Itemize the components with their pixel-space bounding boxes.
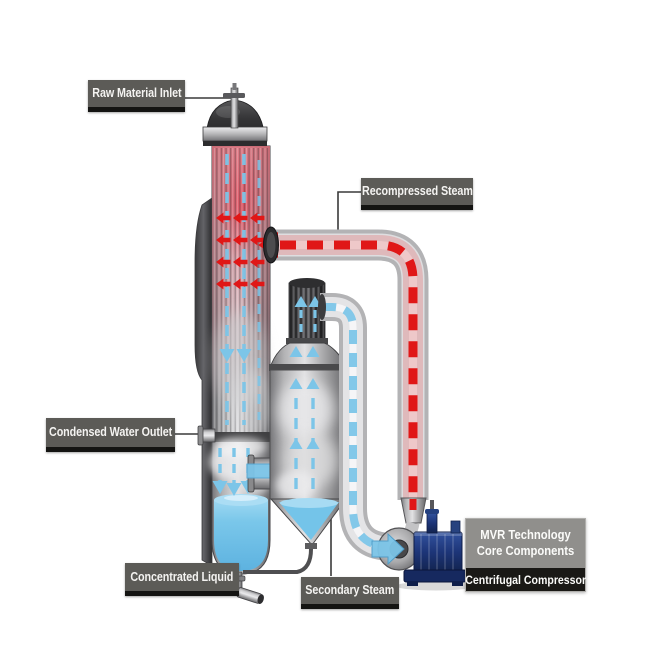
pipe-highlight: [272, 241, 417, 500]
mvr-gray-panel: MVR Technology Core Components: [466, 519, 585, 568]
label-text: Centrifugal Compressor: [465, 572, 586, 587]
mvr-line2: Core Components: [476, 544, 575, 559]
mvr-line1: MVR Technology: [480, 528, 571, 542]
separator-drain-pipe: [243, 548, 313, 574]
tube-sheet: [212, 432, 270, 442]
dome-flange: [202, 126, 268, 142]
label-text: Concentrated Liquid: [130, 569, 234, 584]
secondary-steam-dashes: [322, 303, 393, 551]
top-stack: [426, 512, 438, 534]
drain-outlet: [236, 587, 264, 604]
neck-flange: [286, 338, 328, 344]
leader-recompressed: [337, 191, 362, 231]
label-text: Secondary Steam: [305, 583, 395, 598]
shell-inlet-flange-inner: [266, 232, 276, 258]
separator-vessel: [243, 278, 348, 574]
separator-neck-cap: [289, 278, 325, 288]
steam-cloud: [232, 369, 272, 441]
cone-valve: [305, 543, 317, 549]
label-text: Raw Material Inlet: [91, 86, 182, 101]
body-top-highlight: [414, 532, 462, 536]
condensed-water-nozzle: [201, 428, 216, 443]
aux-fitting: [450, 520, 461, 534]
steam-cloud: [214, 437, 266, 457]
label-text: Condensed Water Outlet: [48, 425, 173, 440]
label-recompressed-steam: Recompressed Steam: [361, 178, 473, 210]
neck-pipe-flange: [318, 294, 326, 320]
compressor-inlet-arrow: [371, 532, 405, 566]
label-mvr-technology: MVR Technology Core Components Centrifug…: [465, 518, 586, 592]
label-secondary-steam: Secondary Steam: [301, 577, 399, 609]
steam-cloud: [278, 380, 334, 440]
skid-foot: [452, 582, 463, 586]
top-stack-cap: [425, 509, 439, 514]
compressor-body-ribs: [420, 534, 454, 570]
nozzle-flange: [197, 425, 204, 446]
skid-foot: [407, 582, 418, 586]
liquid-highlight: [224, 495, 258, 501]
separator-rim: [269, 364, 348, 371]
raw-inlet-tee: [223, 93, 245, 98]
centrifugal-compressor: [371, 500, 476, 591]
separator-liquid: [279, 502, 339, 540]
top-stack-stem: [430, 500, 434, 509]
concentrated-liquid-pool: [214, 500, 268, 571]
label-condensed-water-outlet: Condensed Water Outlet: [46, 418, 175, 452]
pipe-red-tint: [272, 235, 423, 500]
label-text: Recompressed Steam: [361, 184, 473, 199]
separator-liquid-surface: [280, 498, 338, 508]
label-centrifugal-compressor: Centrifugal Compressor: [465, 568, 586, 591]
column-side-jacket: [194, 197, 213, 567]
label-raw-material-inlet: Raw Material Inlet: [88, 80, 185, 112]
raw-inlet-stub: [232, 83, 237, 90]
drain-outlet-opening: [257, 594, 264, 604]
recompressed-steam-pipe: [258, 226, 429, 547]
flange-ring: [203, 141, 267, 146]
base-skid: [403, 569, 467, 583]
compressor-discharge-reducer: [400, 497, 427, 524]
vapor-rise-arrows: [289, 296, 322, 490]
label-concentrated-liquid: Concentrated Liquid: [125, 563, 239, 596]
